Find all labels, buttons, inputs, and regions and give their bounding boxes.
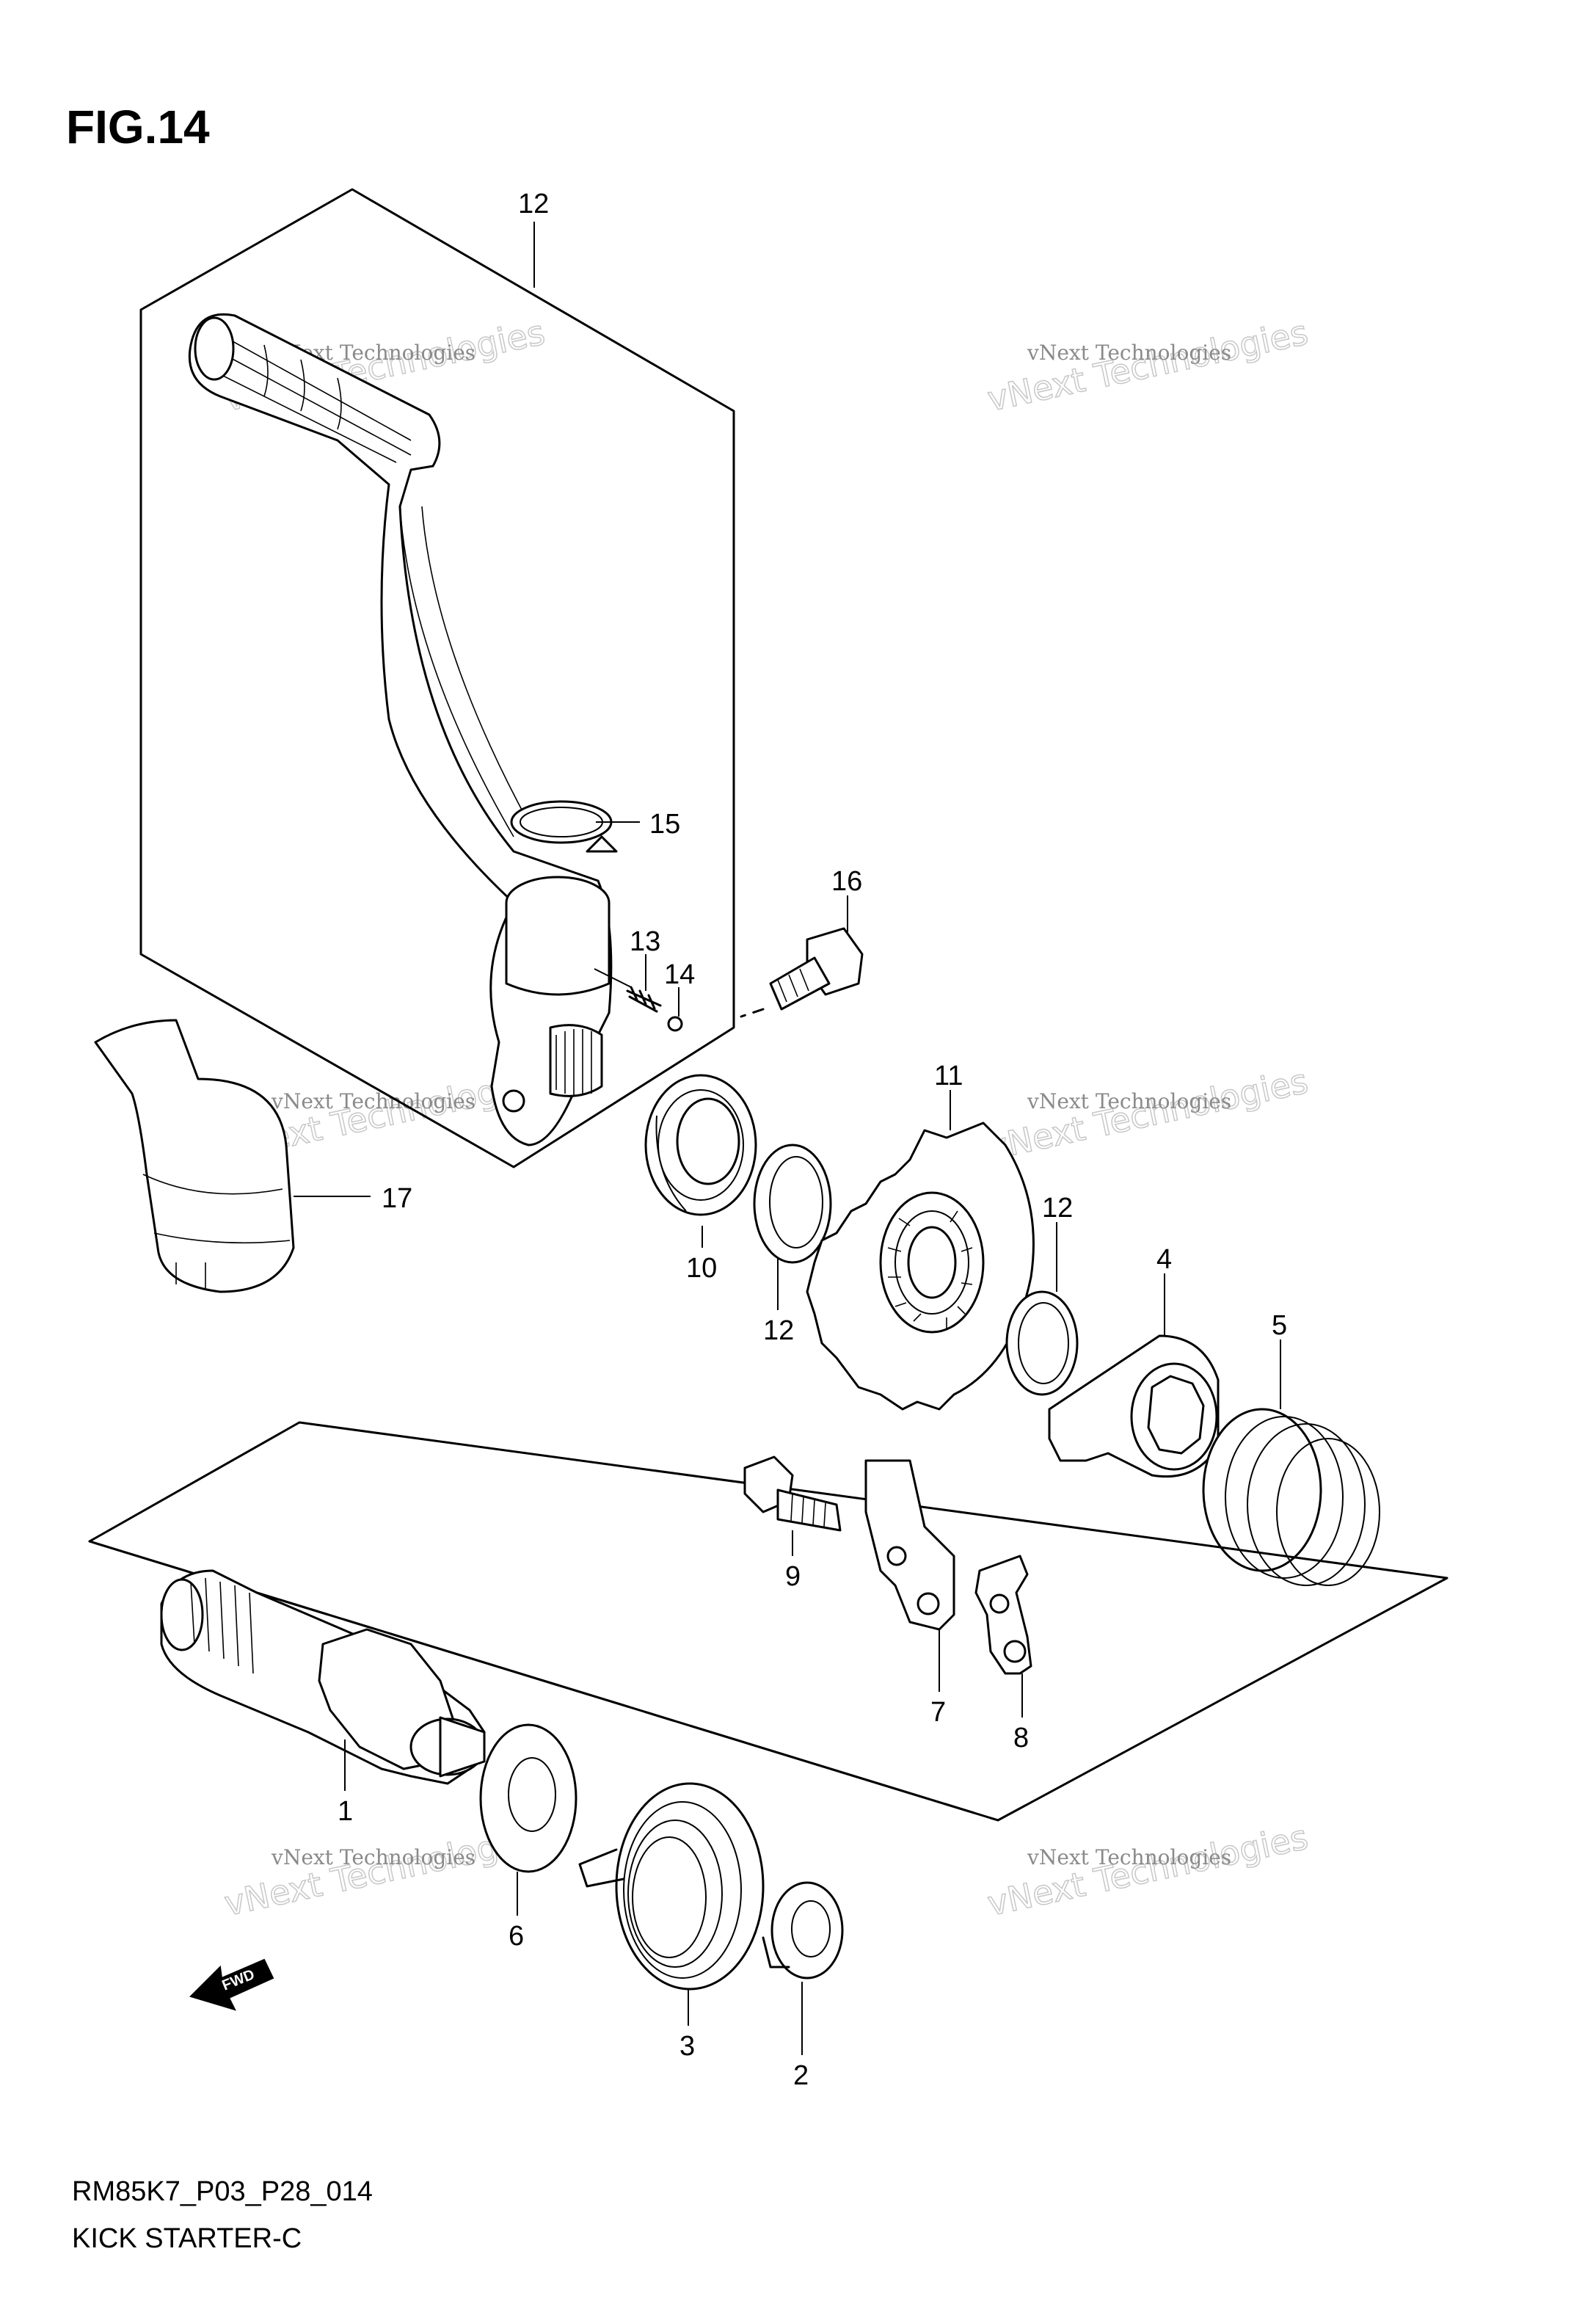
washer-12a [753, 1144, 832, 1264]
leader-lines [294, 222, 1281, 2055]
callout-18: 17 [382, 1183, 412, 1214]
kick-spring-3 [578, 1782, 765, 1991]
callout-11: 11 [934, 1061, 963, 1091]
svg-text:vNext Technologies: vNext Technologies [984, 313, 1311, 419]
callout-13: 12 [518, 189, 549, 219]
circlip-16 [510, 800, 618, 853]
callout-5: 5 [1272, 1310, 1287, 1341]
stopper-plate-7 [864, 1459, 955, 1631]
kick-shaft-1 [160, 1569, 486, 1785]
spring-5 [1202, 1408, 1380, 1586]
callout-labels: 12 15 13 14 16 17 10 12 11 12 4 5 9 7 8 … [338, 189, 1287, 2091]
callout-6: 6 [509, 1921, 524, 1952]
callout-8: 8 [1013, 1723, 1029, 1753]
callout-9: 9 [785, 1561, 801, 1592]
callout-1: 1 [338, 1796, 353, 1827]
bolt-9 [743, 1455, 842, 1532]
callout-12b: 12 [1042, 1193, 1073, 1224]
callout-14: 13 [630, 926, 660, 957]
spring-14 [594, 968, 662, 1013]
callout-10: 10 [686, 1253, 717, 1284]
diagram-code: RM85K7_P03_P28_014 [72, 2176, 373, 2207]
callout-16: 15 [649, 809, 680, 840]
svg-text:vNext Technologies: vNext Technologies [984, 1061, 1311, 1168]
svg-text:vNext Technologies: vNext Technologies [984, 1817, 1311, 1924]
svg-text:vNext Technologies: vNext Technologies [1027, 1845, 1231, 1869]
watermark: vNext Technologies vNext Technologies [983, 1061, 1312, 1168]
oil-seal-10 [644, 1074, 757, 1216]
spacer-2 [762, 1881, 844, 1980]
callout-17: 16 [831, 866, 862, 897]
svg-text:vNext Technologies: vNext Technologies [271, 1845, 475, 1869]
callout-15: 14 [664, 959, 695, 990]
fwd-arrow: FWD [189, 1958, 274, 2011]
figure-title: FIG.14 [66, 101, 210, 153]
diagram-name: KICK STARTER-C [72, 2223, 302, 2254]
boot-18 [94, 1019, 295, 1293]
callout-12a: 12 [763, 1315, 794, 1346]
washer-12b [1005, 1290, 1079, 1396]
callout-2: 2 [793, 2060, 809, 2091]
ball-15 [667, 1016, 683, 1032]
ratchet-gear-11 [806, 1122, 1035, 1411]
washer-6 [479, 1723, 577, 1873]
watermark: vNext Technologies vNext Technologies [983, 1817, 1312, 1924]
callout-7: 7 [930, 1697, 946, 1728]
svg-text:vNext Technologies: vNext Technologies [271, 1089, 475, 1113]
bolt-17 [740, 927, 864, 1018]
svg-text:vNext Technologies: vNext Technologies [1027, 1089, 1231, 1113]
callout-3: 3 [679, 2031, 695, 2062]
kick-lever-assembly-box [139, 188, 735, 1168]
kick-lever [188, 313, 613, 1146]
callout-4: 4 [1156, 1244, 1172, 1275]
watermark: vNext Technologies vNext Technologies [983, 312, 1312, 420]
plate-8 [974, 1555, 1032, 1675]
svg-text:vNext Technologies: vNext Technologies [1027, 341, 1231, 365]
